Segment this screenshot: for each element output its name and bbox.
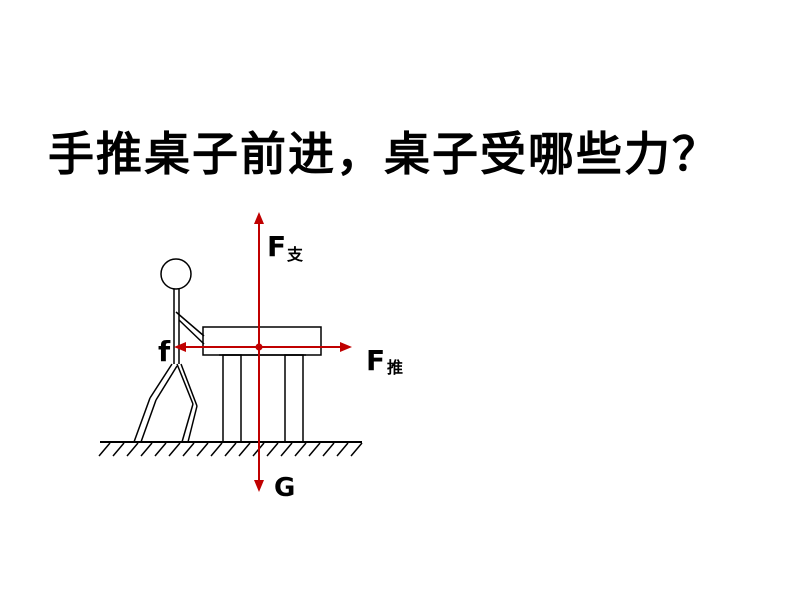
page-title: 手推桌子前进，桌子受哪些力？ bbox=[48, 127, 720, 181]
push-force-label: F bbox=[366, 344, 385, 377]
force-origin-dot bbox=[255, 343, 263, 351]
person-arm bbox=[175, 311, 205, 337]
push-arrowhead bbox=[340, 342, 352, 352]
person-figure bbox=[133, 258, 205, 443]
support-arrowhead bbox=[254, 212, 264, 224]
person-leg-back bbox=[149, 363, 173, 399]
ground bbox=[98, 441, 363, 457]
table bbox=[202, 326, 322, 443]
person-head bbox=[160, 258, 192, 290]
force-labels: F 支 F 推 f G bbox=[158, 230, 403, 503]
table-top bbox=[202, 326, 322, 356]
table-leg-right bbox=[284, 354, 304, 443]
ground-hatching bbox=[98, 442, 363, 457]
support-force-subscript: 支 bbox=[286, 245, 304, 264]
support-force-label: F bbox=[267, 230, 286, 263]
push-force-subscript: 推 bbox=[387, 358, 403, 377]
table-leg-left bbox=[222, 354, 242, 443]
gravity-label: G bbox=[274, 473, 295, 503]
friction-label: f bbox=[158, 335, 171, 368]
person-leg-front bbox=[176, 363, 194, 405]
gravity-arrowhead bbox=[254, 480, 264, 492]
force-arrows bbox=[174, 212, 352, 492]
friction-arrowhead bbox=[174, 342, 186, 352]
